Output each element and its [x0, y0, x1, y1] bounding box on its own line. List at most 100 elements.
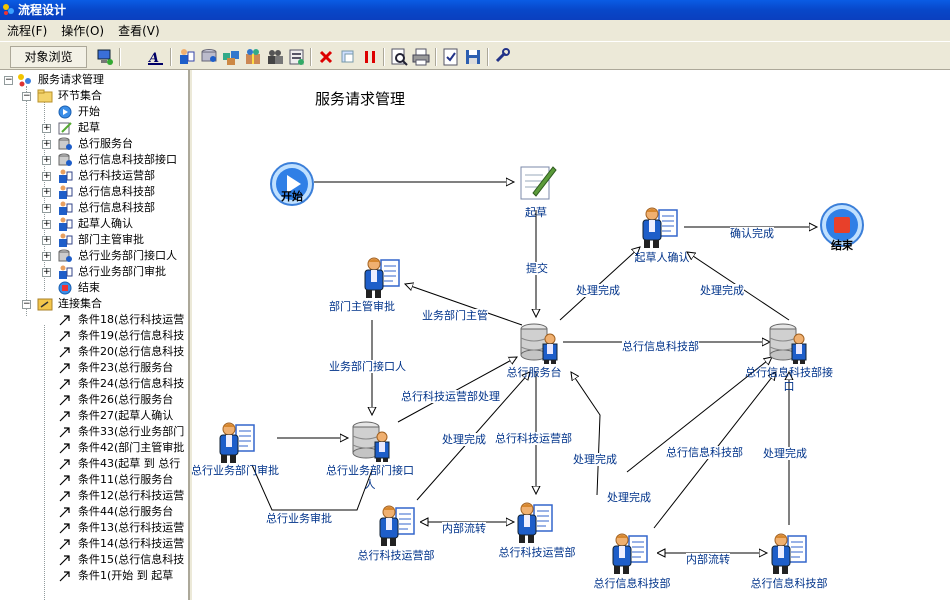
- tree-link-item[interactable]: 条件44(总行服务台: [2, 504, 188, 520]
- node-label: 开始: [281, 190, 303, 203]
- person-icon: [59, 185, 73, 199]
- tree-link-item[interactable]: 条件23(总行服务台: [2, 360, 188, 376]
- tree-node-item[interactable]: +总行信息科技部: [42, 185, 155, 199]
- arrow-icon: [59, 331, 70, 342]
- tree-node-item[interactable]: +起草: [42, 121, 100, 135]
- tree-link-item[interactable]: 条件12(总行科技运营: [2, 488, 188, 504]
- tree-node-item[interactable]: +部门主管审批: [42, 233, 144, 247]
- person-icon: [59, 201, 73, 215]
- tree-node-item[interactable]: 结束: [2, 280, 188, 296]
- properties-icon[interactable]: [441, 47, 461, 67]
- tree-link-group[interactable]: −连接集合: [22, 297, 102, 311]
- service-desk-node[interactable]: [517, 319, 563, 365]
- edge-label: 业务部门主管: [422, 309, 488, 322]
- it-interface-node[interactable]: [766, 319, 812, 365]
- folder-icon: [37, 89, 53, 103]
- edge-label: 业务部门接口人: [329, 360, 406, 373]
- delete-icon[interactable]: [316, 47, 336, 67]
- tree-link-item[interactable]: 条件24(总行信息科技: [2, 376, 188, 392]
- tree-node-group[interactable]: −环节集合: [22, 89, 102, 103]
- tree-node-item[interactable]: 开始: [2, 104, 188, 120]
- tree-link-item[interactable]: 条件43(起草 到 总行: [2, 456, 188, 472]
- menu-view[interactable]: 查看(V): [118, 23, 160, 38]
- toolbar: 对象浏览 A: [0, 44, 950, 70]
- tree-link-item[interactable]: 条件19(总行信息科技: [2, 328, 188, 344]
- node-label: 部门主管审批: [329, 300, 395, 313]
- flow-root-icon: [18, 74, 31, 87]
- flow-edge[interactable]: [397, 357, 517, 423]
- server-icon: [58, 137, 72, 150]
- node-label: 总行科技运营部: [357, 549, 435, 562]
- gift-icon[interactable]: [243, 47, 263, 67]
- edge-label: 处理完成: [442, 433, 486, 446]
- biz-approve-node[interactable]: [214, 419, 260, 465]
- tree-link-item[interactable]: 条件11(总行服务台: [2, 472, 188, 488]
- monitor-icon[interactable]: [95, 47, 115, 67]
- tool-icon[interactable]: [493, 47, 513, 67]
- object-browse-button[interactable]: 对象浏览: [10, 46, 87, 68]
- save-icon[interactable]: [463, 47, 483, 67]
- it-node[interactable]: [607, 530, 653, 576]
- print-icon[interactable]: [411, 47, 431, 67]
- tree-node-item[interactable]: +总行信息科技部: [42, 201, 155, 215]
- title-bar: 流程设计: [0, 0, 950, 20]
- menu-process[interactable]: 流程(F): [7, 23, 48, 38]
- server-icon: [58, 249, 72, 262]
- arrow-icon: [59, 507, 70, 518]
- end-node[interactable]: [819, 202, 865, 248]
- list-icon[interactable]: [287, 47, 307, 67]
- draft-node[interactable]: [513, 159, 559, 205]
- arrow-icon: [59, 411, 70, 422]
- font-icon[interactable]: A: [146, 47, 166, 67]
- copy-icon[interactable]: [338, 47, 358, 67]
- tree-link-item[interactable]: 条件42(部门主管审批: [2, 440, 188, 456]
- pause-icon[interactable]: [360, 47, 380, 67]
- edit-icon: [58, 122, 72, 135]
- person-icon: [59, 169, 73, 183]
- tree-node-item[interactable]: +总行服务台: [42, 137, 133, 150]
- window-title: 流程设计: [18, 3, 67, 17]
- tree-node-item[interactable]: +总行科技运营部: [42, 169, 155, 183]
- person-icon: [59, 217, 73, 231]
- tree-link-item[interactable]: 条件26(总行服务台: [2, 392, 188, 408]
- node-label: 起草: [525, 206, 547, 219]
- users-icon[interactable]: [199, 47, 219, 67]
- flow-edge[interactable]: [571, 372, 601, 496]
- edge-label: 提交: [526, 262, 548, 275]
- start-node[interactable]: [269, 161, 315, 207]
- edge-label: 总行信息科技部: [666, 446, 743, 459]
- tree-node-item[interactable]: +起草人确认: [42, 217, 133, 231]
- dept-head-node[interactable]: [359, 254, 405, 300]
- menu-operation[interactable]: 操作(O): [61, 23, 105, 38]
- edge-label: 内部流转: [442, 522, 486, 535]
- tree-link-item[interactable]: 条件1(开始 到 起草: [2, 568, 188, 584]
- tree-link-item[interactable]: 条件14(总行科技运营: [2, 536, 188, 552]
- flow-edge[interactable]: [405, 284, 523, 326]
- tree-node-item[interactable]: +总行业务部门审批: [42, 265, 166, 279]
- flow-edge[interactable]: [626, 357, 772, 473]
- preview-icon[interactable]: [389, 47, 409, 67]
- tree-link-item[interactable]: 条件15(总行信息科技: [2, 552, 188, 568]
- tree-root[interactable]: −服务请求管理: [4, 73, 104, 87]
- arrow-icon: [59, 539, 70, 550]
- tree-link-item[interactable]: 条件13(总行科技运营: [2, 520, 188, 536]
- confirm-node[interactable]: [637, 204, 683, 250]
- biz-interface-node[interactable]: [349, 417, 395, 463]
- tree-link-item[interactable]: 条件27(起草人确认: [2, 408, 188, 424]
- ops-node[interactable]: [374, 502, 420, 548]
- user-icon[interactable]: [176, 47, 196, 67]
- tree-link-item[interactable]: 条件18(总行科技运营: [2, 312, 188, 328]
- arrow-icon: [59, 347, 70, 358]
- tree-link-item[interactable]: 条件20(总行信息科技: [2, 344, 188, 360]
- group-icon[interactable]: [221, 47, 241, 67]
- flow-edge[interactable]: [251, 464, 373, 511]
- ops-node[interactable]: [512, 499, 558, 545]
- people-icon[interactable]: [265, 47, 285, 67]
- flow-canvas[interactable]: 服务请求管理 开始起草结束起草人确认部门主管审批总行服务台总行信息科技部接口总行…: [192, 70, 950, 600]
- tree-node-item[interactable]: +总行业务部门接口人: [42, 249, 177, 262]
- menu-bar: 流程(F) 操作(O) 查看(V): [0, 21, 950, 42]
- it-node[interactable]: [766, 530, 812, 576]
- tree-link-item[interactable]: 条件33(总行业务部门: [2, 424, 188, 440]
- flow-edge[interactable]: [559, 247, 640, 321]
- tree-node-item[interactable]: +总行信息科技部接口: [42, 153, 177, 166]
